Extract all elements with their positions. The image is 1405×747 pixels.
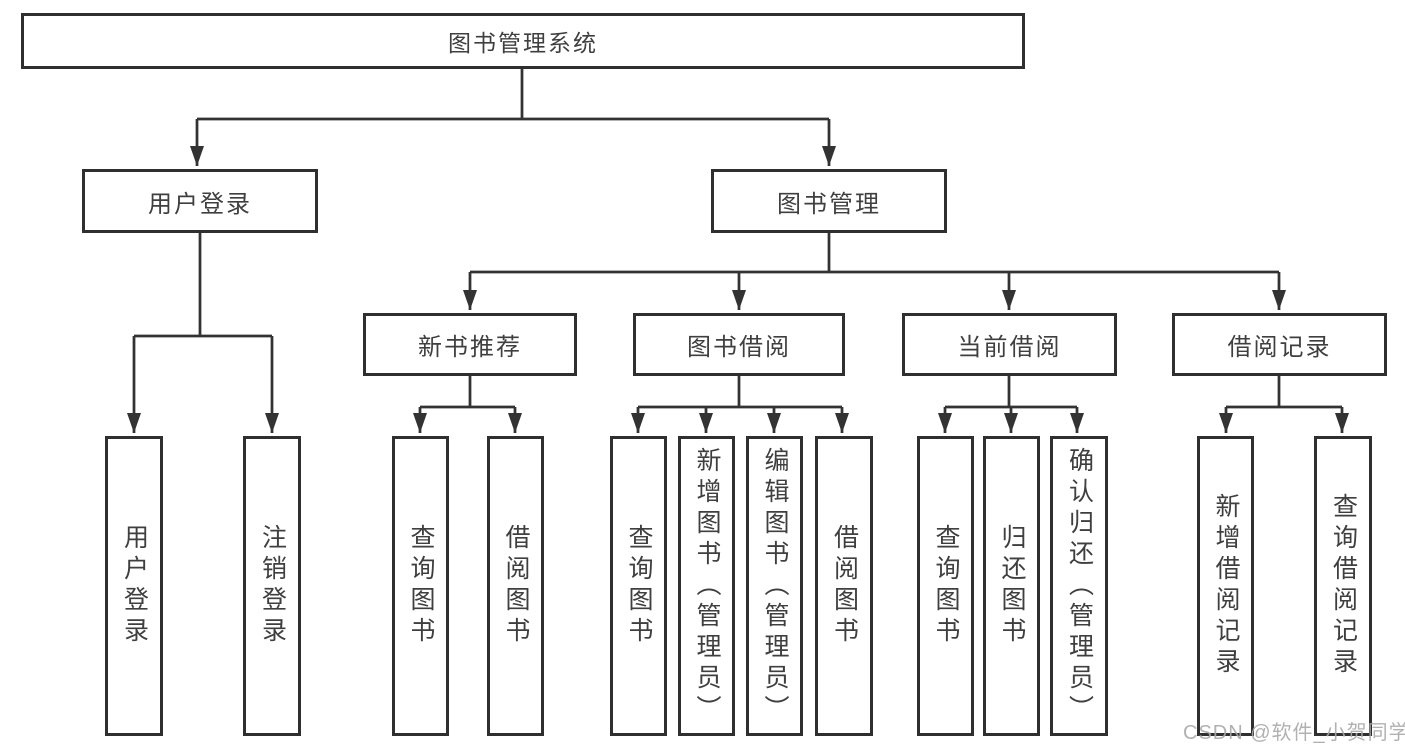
leaf-newbook-query-books: 查询图书 bbox=[392, 436, 449, 736]
node-borrow-records: 借阅记录 bbox=[1172, 313, 1387, 376]
wire-book-borrow-split bbox=[638, 376, 842, 409]
node-label: 借阅图书 bbox=[502, 524, 530, 648]
node-label: 确认归还（管理员） bbox=[1065, 446, 1094, 726]
wire-root-split bbox=[197, 68, 829, 121]
leaf-borrow-borrow-books: 借阅图书 bbox=[815, 436, 873, 736]
wire-book-management-split bbox=[470, 233, 1279, 274]
node-label: 查询图书 bbox=[932, 524, 960, 648]
leaf-current-query-books: 查询图书 bbox=[917, 436, 974, 736]
node-label: 注销登录 bbox=[258, 524, 287, 648]
leaf-user-login: 用户登录 bbox=[105, 436, 163, 736]
node-label: 图书管理 bbox=[777, 190, 881, 218]
watermark: CSDN @软件_小贺同学 bbox=[1183, 722, 1405, 744]
node-label: 用户登录 bbox=[120, 524, 149, 648]
leaf-borrow-add-books-admin: 新增图书（管理员） bbox=[678, 436, 735, 736]
leaf-records-add-record: 新增借阅记录 bbox=[1197, 436, 1254, 736]
node-label: 借阅图书 bbox=[830, 524, 859, 648]
wire-borrow-records-split bbox=[1226, 376, 1342, 409]
node-label: 查询借阅记录 bbox=[1329, 493, 1358, 679]
leaf-borrow-query-books: 查询图书 bbox=[610, 436, 667, 736]
node-current-borrow: 当前借阅 bbox=[902, 313, 1117, 376]
node-label: 图书管理系统 bbox=[448, 30, 598, 56]
node-library-system: 图书管理系统 bbox=[21, 13, 1025, 69]
leaf-records-query-record: 查询借阅记录 bbox=[1314, 436, 1372, 736]
leaf-current-confirm-return-admin: 确认归还（管理员） bbox=[1050, 436, 1108, 736]
leaf-current-return-books: 归还图书 bbox=[983, 436, 1040, 736]
node-book-borrow: 图书借阅 bbox=[633, 313, 845, 376]
node-label: 用户登录 bbox=[148, 190, 252, 218]
wire-current-borrow-split bbox=[945, 376, 1077, 409]
node-user-login: 用户登录 bbox=[82, 169, 318, 233]
node-label: 新增借阅记录 bbox=[1212, 493, 1240, 679]
node-label: 查询图书 bbox=[625, 524, 653, 648]
node-book-management: 图书管理 bbox=[711, 169, 947, 233]
node-label: 借阅记录 bbox=[1227, 334, 1332, 361]
node-label: 当前借阅 bbox=[957, 334, 1062, 361]
node-label: 图书借阅 bbox=[687, 334, 791, 361]
node-label: 查询图书 bbox=[407, 524, 435, 648]
node-label: 新书推荐 bbox=[418, 334, 522, 361]
leaf-logout: 注销登录 bbox=[243, 436, 301, 736]
node-label: 归还图书 bbox=[998, 524, 1026, 648]
node-new-book-recommend: 新书推荐 bbox=[363, 313, 577, 376]
wire-user-login-split bbox=[134, 233, 272, 338]
wire-new-book-split bbox=[420, 376, 515, 409]
leaf-borrow-edit-books-admin: 编辑图书（管理员） bbox=[746, 436, 803, 736]
leaf-newbook-borrow-books: 借阅图书 bbox=[487, 436, 544, 736]
node-label: 编辑图书（管理员） bbox=[761, 446, 789, 726]
node-label: 新增图书（管理员） bbox=[693, 446, 721, 726]
